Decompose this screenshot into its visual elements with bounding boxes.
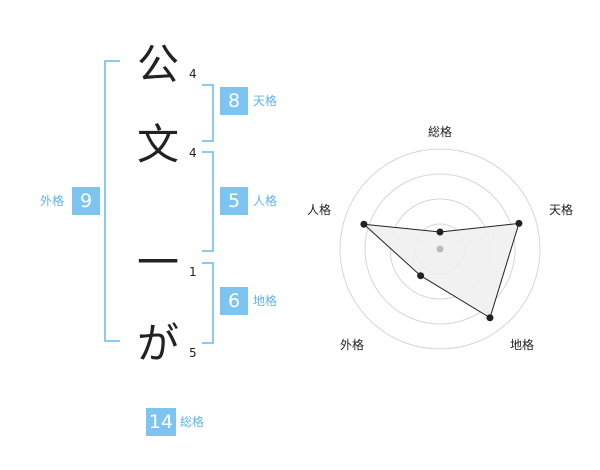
radar-point xyxy=(417,272,425,280)
radar-label-chikaku: 地格 xyxy=(510,338,535,352)
tenkaku-bracket xyxy=(202,84,214,142)
radar-center-dot xyxy=(436,245,444,253)
stroke-count-4: 5 xyxy=(189,346,197,360)
radar-label-jinkaku: 人格 xyxy=(307,203,332,217)
gaikaku-bracket xyxy=(104,60,120,342)
name-char-4: が xyxy=(136,319,179,368)
gaikaku-value: 9 xyxy=(72,187,100,215)
name-char-1: 公 xyxy=(136,40,179,89)
chikaku-bracket xyxy=(202,262,214,344)
radar-point xyxy=(436,228,444,236)
jinkaku-value: 5 xyxy=(220,187,248,215)
stroke-count-1: 4 xyxy=(189,67,197,81)
chikaku-value: 6 xyxy=(220,287,248,315)
jinkaku-label: 人格 xyxy=(253,194,278,208)
radar-ring xyxy=(364,173,516,325)
radar-chart xyxy=(339,148,541,350)
radar-label-tenkaku: 天格 xyxy=(549,203,574,217)
radar-polygon xyxy=(362,222,520,319)
radar-ring xyxy=(339,148,541,350)
tenkaku-label: 天格 xyxy=(253,94,278,108)
radar-point xyxy=(515,219,523,227)
radar-point xyxy=(360,220,368,228)
soukaku-value: 14 xyxy=(146,408,176,436)
stroke-count-2: 4 xyxy=(189,146,197,160)
chikaku-label: 地格 xyxy=(253,294,278,308)
jinkaku-bracket xyxy=(202,151,214,252)
gaikaku-label: 外格 xyxy=(40,194,65,208)
name-char-2: 文 xyxy=(136,120,179,169)
soukaku-label: 総格 xyxy=(180,415,205,429)
radar-point xyxy=(486,314,494,322)
radar-label-soukaku: 総格 xyxy=(428,125,453,139)
name-char-3: 一 xyxy=(136,238,179,287)
radar-label-gaikaku: 外格 xyxy=(340,338,365,352)
tenkaku-value: 8 xyxy=(220,87,248,115)
stroke-count-3: 1 xyxy=(189,265,197,279)
